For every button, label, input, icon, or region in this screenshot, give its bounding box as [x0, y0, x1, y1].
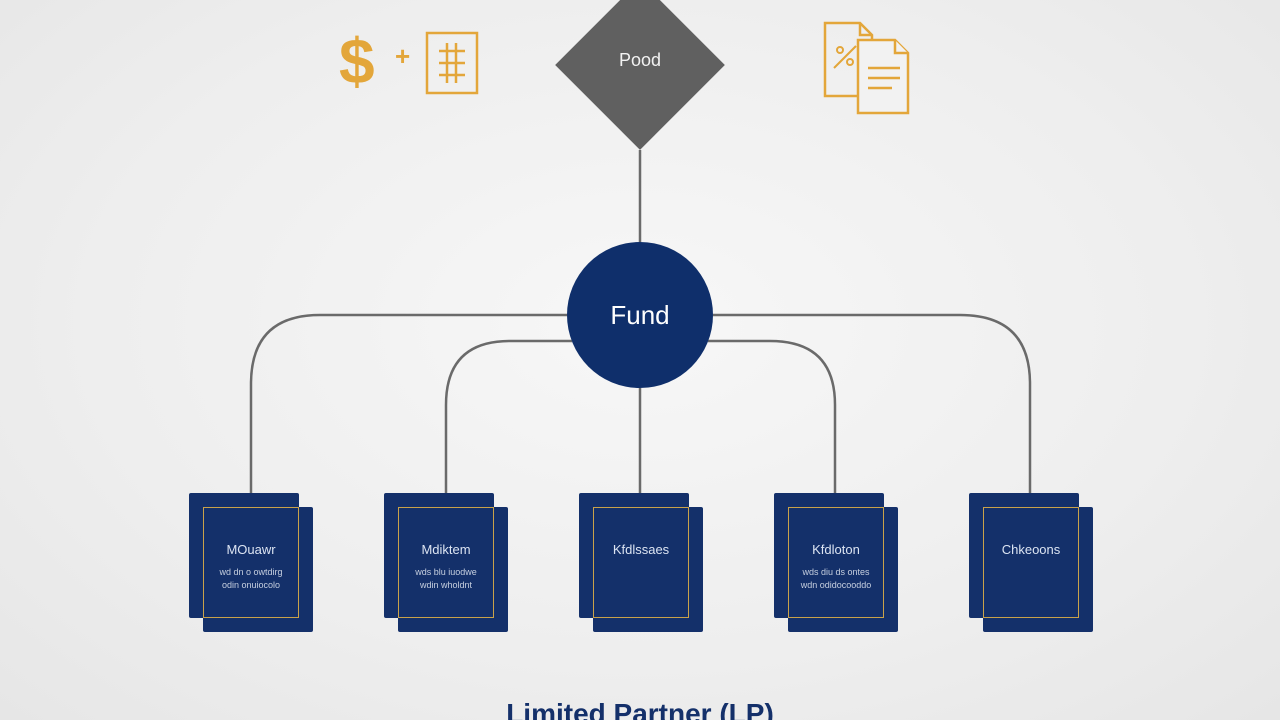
card-title: Kfdloton: [812, 542, 860, 557]
connector-fund-to-card-4: [708, 339, 837, 493]
card-front: [579, 493, 689, 618]
connector-fund-to-card-5: [713, 313, 1032, 493]
footer-title: Limited Partner (LP): [506, 698, 774, 720]
card-front: [774, 493, 884, 618]
card-frame: [593, 507, 689, 618]
diamond-shape: [555, 0, 725, 150]
card-frame: [203, 507, 299, 618]
card-line-1: wd dn o owtdirg: [219, 567, 283, 577]
fund-node-label: Fund: [610, 299, 670, 330]
card-title: Chkeoons: [1001, 542, 1061, 557]
card-line-2: wdn odidocooddo: [800, 580, 872, 590]
card-frame: [983, 507, 1079, 618]
card-line-1: wds blu iuodwe: [415, 567, 477, 577]
lp-card-3: Kfdlssaes: [579, 493, 703, 632]
card-line-2: odin onuiocolo: [221, 580, 281, 590]
connector-fund-to-card-2: [444, 339, 572, 493]
fund-node: Fund: [567, 242, 713, 388]
lp-card-1: MOuawr wd dn o owtdirg odin onuiocolo: [189, 493, 313, 632]
card-line-1: wds diu ds ontes: [802, 567, 870, 577]
top-node-label: Pood: [618, 50, 662, 70]
connector-fund-to-card-1: [249, 313, 567, 493]
card-front: [969, 493, 1079, 618]
lp-card-5: Chkeoons: [969, 493, 1093, 632]
card-line-2: wdin wholdnt: [419, 580, 473, 590]
lp-card-4: Kfdloton wds diu ds ontes wdn odidocoodd…: [774, 493, 898, 632]
card-front: [189, 493, 299, 618]
svg-text:$: $: [339, 25, 375, 97]
dollar-plus-ledger-icon: $ +: [335, 15, 485, 100]
top-node-diamond: Pood: [555, 0, 725, 150]
card-frame: [398, 507, 494, 618]
documents-icon: [820, 18, 915, 118]
card-front: [384, 493, 494, 618]
lp-card-2: Mdiktem wds blu iuodwe wdin wholdnt: [384, 493, 508, 632]
card-frame: [788, 507, 884, 618]
card-title: MOuawr: [226, 542, 276, 557]
card-title: Mdiktem: [421, 542, 471, 557]
card-title: Kfdlssaes: [612, 542, 670, 557]
plus-glyph: +: [395, 41, 410, 71]
